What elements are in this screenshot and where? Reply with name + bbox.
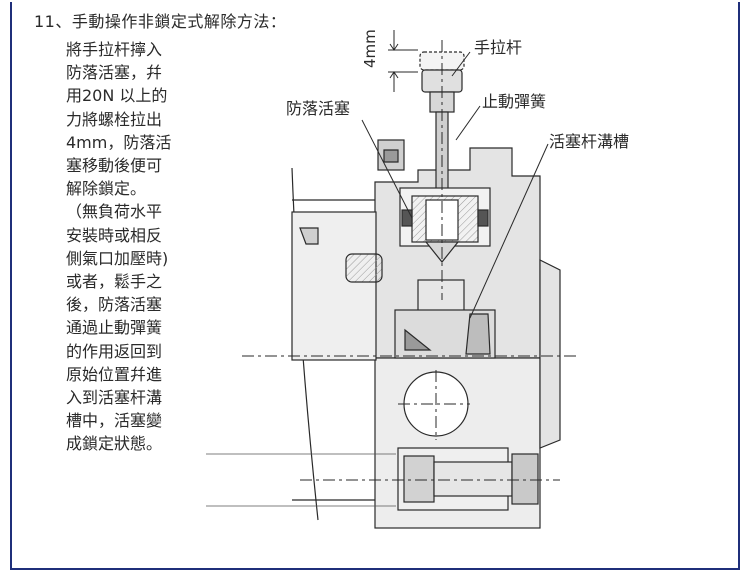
instruction-line: 解除鎖定。: [66, 179, 147, 199]
label-piston-groove: 活塞杆溝槽: [549, 132, 630, 151]
instruction-line: 防落活塞，幷: [66, 63, 163, 83]
instruction-line: 安裝時或相反: [66, 225, 163, 245]
label-dimension: 4mm: [361, 29, 379, 68]
label-fall-piston: 防落活塞: [286, 99, 351, 118]
instruction-line: （無負荷水平: [66, 202, 163, 222]
label-pull-rod: 手拉杆: [474, 38, 523, 57]
instruction-line: 原始位置幷進: [66, 364, 163, 384]
instruction-line: 成鎖定狀態。: [66, 434, 163, 454]
instruction-line: 4mm，防落活: [66, 132, 172, 152]
instruction-line: 側氣口加壓時): [66, 248, 169, 268]
instruction-line: 的作用返回到: [66, 341, 163, 361]
section-heading: 11、手動操作非鎖定式解除方法：: [34, 12, 287, 31]
center-lines: [242, 40, 580, 481]
instruction-text: 將手拉杆擰入 防落活塞，幷 用20N 以上的 力將螺栓拉出 4mm，防落活 塞移…: [66, 38, 171, 456]
instruction-line: 塞移動後便可: [66, 156, 163, 176]
instruction-line: 力將螺栓拉出: [66, 109, 163, 129]
instruction-line: 或者，鬆手之: [66, 272, 163, 292]
instruction-line: 後，防落活塞: [66, 295, 163, 315]
cap-screw: [377, 139, 405, 171]
instruction-line: 通過止動彈簧: [66, 318, 163, 338]
label-stop-spring: 止動彈簧: [482, 92, 547, 111]
page-frame: [10, 2, 740, 570]
instruction-line: 入到活塞杆溝: [66, 388, 163, 408]
instruction-line: 槽中，活塞變: [66, 411, 163, 431]
lower-bolt: [397, 447, 539, 511]
fall-piston-assembly: [399, 187, 491, 321]
callout-leaders: [361, 51, 549, 319]
dimension-4mm: [388, 30, 418, 92]
instruction-line: 將手拉杆擰入: [66, 40, 163, 59]
left-seal-block: [291, 211, 383, 361]
instruction-line: 用20N 以上的: [66, 86, 168, 106]
extension-lines: [206, 453, 396, 507]
